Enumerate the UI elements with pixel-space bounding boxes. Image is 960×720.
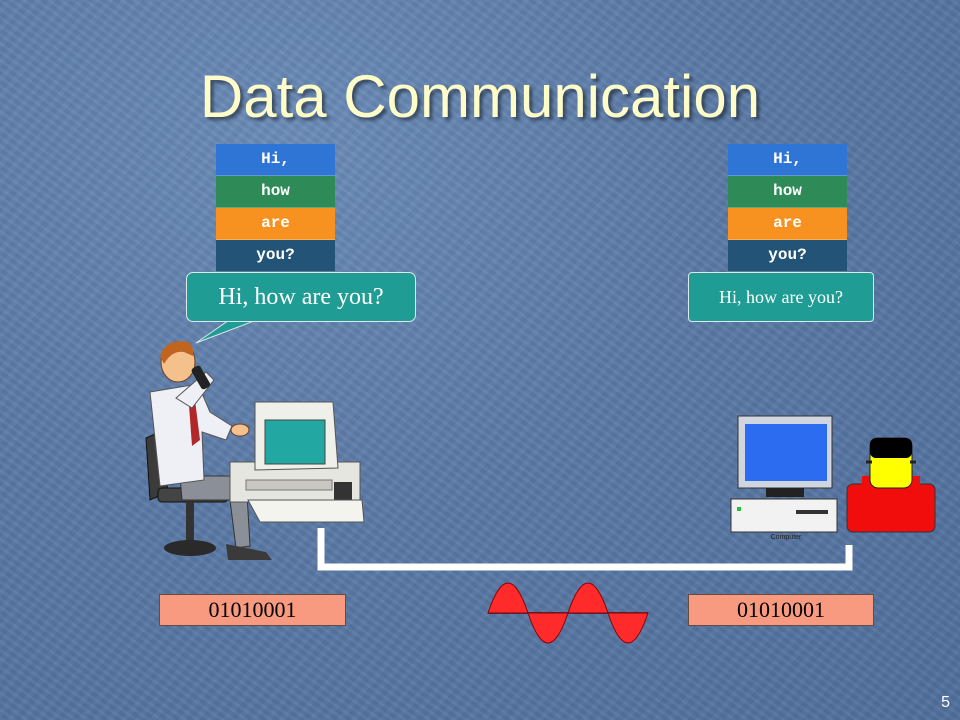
cable-line [317,528,853,571]
desktop-computer-icon [730,415,838,533]
computer-label: Computer [771,534,802,541]
sender-stack-word-4: you? [216,240,335,272]
sender-stack-word-1: Hi, [216,144,335,176]
person-with-headset-icon [846,437,936,533]
sender-word-stack: Hi, how are you? [216,144,335,272]
slide-number: 5 [941,694,950,711]
receiver-stack-word-2: how [728,176,847,208]
sender-stack-word-3: are [216,208,335,240]
receiver-stack-word-4: you? [728,240,847,272]
sender-binary-box: 01010001 [159,594,346,626]
man-on-phone-at-computer-icon [145,341,272,560]
slide-title: Data Communication [199,63,761,130]
receiver-stack-word-1: Hi, [728,144,847,176]
sender-speech-bubble: Hi, how are you? [186,272,416,322]
analog-wave-icon [487,582,649,644]
receiver-stack-word-3: are [728,208,847,240]
sender-stack-word-2: how [216,176,335,208]
receiver-binary-box: 01010001 [688,594,874,626]
receiver-message-box: Hi, how are you? [688,272,874,322]
receiver-word-stack: Hi, how are you? [728,144,847,272]
sender-desktop-computer-icon [229,401,365,523]
